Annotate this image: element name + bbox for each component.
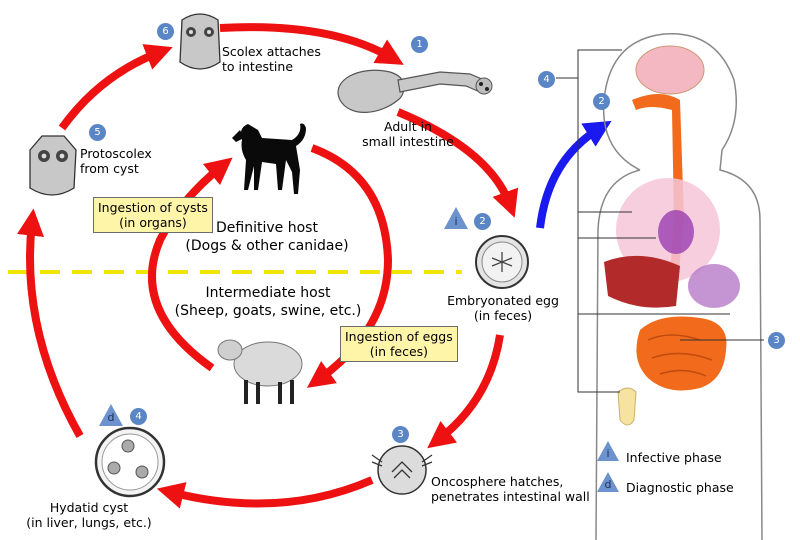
definitive-host-examples: (Dogs & other canidae) [185, 238, 349, 254]
stage-1-label: Adult in small intestine [352, 119, 464, 149]
human-figure-illustration [595, 32, 763, 540]
stage-4-label-line1: Hydatid cyst [49, 500, 129, 515]
intermediate-host-label: Intermediate host (Sheep, goats, swine, … [162, 284, 374, 320]
infective-phase-triangle [444, 207, 468, 229]
infective-phase-letter: i [454, 215, 458, 228]
arrow-egg-to-human [536, 120, 612, 229]
human-brain-number-badge: 4 [538, 71, 555, 88]
legend-diagnostic-triangle [597, 472, 619, 492]
stage-5-label-line1: Protoscolex [80, 146, 152, 161]
arrow-1-to-2 [396, 108, 519, 218]
legend-diagnostic-label: Diagnostic phase [626, 480, 734, 495]
stage-2-label-line2: (in feces) [473, 308, 533, 323]
dog-illustration [232, 123, 306, 194]
stage-1-label-line1: Adult in [384, 119, 432, 134]
human-mouth-number-badge: 2 [593, 93, 610, 110]
leader-line-brain [556, 49, 622, 393]
legend-infective-letter: i [606, 447, 610, 460]
intermediate-host-title: Intermediate host [205, 285, 331, 301]
bone-illustration [617, 387, 637, 426]
scolex-illustration [179, 13, 221, 70]
arrow-4-to-5 [16, 208, 84, 438]
stage-6-label-line2: to intestine [222, 59, 294, 74]
stage-4-number-badge: 4 [130, 408, 147, 425]
ingestion-of-eggs-box: Ingestion of eggs (in feces) [340, 326, 458, 362]
arrow-2-to-3 [427, 334, 504, 449]
intermediate-host-examples: (Sheep, goats, swine, etc.) [174, 303, 362, 319]
embryonated-egg-illustration [475, 235, 529, 289]
arrow-3-to-4 [156, 476, 374, 509]
liver-organ [604, 255, 680, 308]
stage-6-number-badge: 6 [157, 23, 174, 40]
stage-4-label: Hydatid cyst (in liver, lungs, etc.) [14, 500, 164, 530]
heart-organ [658, 210, 694, 254]
ingestion-of-eggs-line1: Ingestion of eggs [345, 329, 453, 344]
adult-worm-illustration [337, 69, 493, 113]
protoscolex-illustration [29, 135, 77, 196]
stomach-organ [688, 264, 740, 308]
ingestion-of-cysts-line1: Ingestion of cysts [98, 200, 208, 215]
diagnostic-phase-letter: d [107, 411, 115, 424]
stage-2-label: Embryonated egg (in feces) [444, 293, 562, 323]
legend-infective-triangle [597, 441, 619, 461]
arrow-cysts-to-dog [148, 157, 233, 372]
oncosphere-illustration [371, 445, 433, 495]
stage-5-number-badge: 5 [89, 124, 106, 141]
arrow-6-to-1 [219, 23, 404, 65]
sheep-illustration [217, 339, 303, 404]
stage-6-label: Scolex attaches to intestine [222, 44, 321, 74]
legend-infective-label: Infective phase [626, 450, 722, 465]
stage-1-number-badge: 1 [411, 36, 428, 53]
stage-3-number-badge: 3 [392, 426, 409, 443]
brain-organ [635, 45, 705, 95]
stage-5-label-line2: from cyst [80, 161, 139, 176]
ingestion-of-cysts-line2: (in organs) [119, 215, 187, 230]
ingestion-of-cysts-box: Ingestion of cysts (in organs) [93, 197, 213, 233]
stage-2-label-line1: Embryonated egg [447, 293, 559, 308]
stage-3-label: Oncosphere hatches, penetrates intestina… [431, 474, 590, 504]
arrow-5-to-6 [58, 44, 173, 131]
definitive-host-label: Definitive host (Dogs & other canidae) [172, 219, 362, 255]
stage-2-number-badge: 2 [474, 213, 491, 230]
stage-3-label-line2: penetrates intestinal wall [431, 489, 590, 504]
definitive-host-title: Definitive host [216, 220, 318, 236]
ingestion-of-eggs-line2: (in feces) [369, 344, 429, 359]
diagnostic-phase-triangle [99, 404, 123, 426]
stage-5-label: Protoscolex from cyst [80, 146, 152, 176]
legend-diagnostic-letter: d [604, 478, 612, 491]
stage-1-label-line2: small intestine [362, 134, 454, 149]
stage-4-label-line2: (in liver, lungs, etc.) [26, 515, 152, 530]
stage-3-label-line1: Oncosphere hatches, [431, 474, 564, 489]
stage-6-label-line1: Scolex attaches [222, 44, 321, 59]
hydatid-cyst-illustration [94, 426, 166, 498]
leader-line-organs [578, 211, 730, 315]
human-intestine-number-badge: 3 [768, 332, 785, 349]
